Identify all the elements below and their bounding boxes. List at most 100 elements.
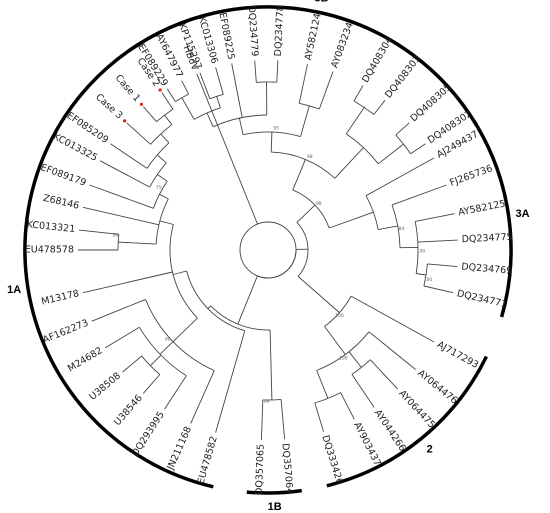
branch-line (78, 229, 119, 235)
branch-line (159, 193, 169, 200)
branch-line (391, 184, 447, 206)
clade-label: 2 (427, 444, 433, 456)
tip-label: M13178 (40, 288, 80, 307)
bootstrap-value: 100 (424, 277, 433, 283)
branch-line (297, 276, 340, 313)
tip-label: AY903437 (351, 420, 383, 468)
branch-line (353, 85, 364, 102)
branch-line (345, 107, 365, 135)
branch-line (156, 154, 167, 164)
branch-line (199, 72, 211, 99)
branch-arc (271, 151, 336, 179)
branch-line (149, 354, 162, 367)
branch-arc (150, 124, 173, 145)
branch-line (324, 326, 346, 355)
branch-line (276, 60, 279, 83)
branch-arc (353, 100, 375, 115)
branch-line (270, 132, 273, 153)
bootstrap-value: 98 (307, 154, 313, 160)
branch-line (318, 71, 334, 110)
branch-arc (316, 331, 370, 371)
bootstrap-value: 100 (335, 313, 344, 319)
branch-line (348, 351, 362, 368)
branch-line (410, 143, 426, 155)
branch-line (237, 275, 258, 325)
tip-label: AY582125 (457, 198, 506, 218)
branch-arc (169, 224, 198, 319)
case-marker-icon (123, 119, 127, 123)
clade-label: 3A (515, 208, 529, 220)
tip-label: AY582124 (303, 12, 324, 61)
branch-line (329, 211, 374, 229)
bootstrap-value: 95 (273, 125, 279, 131)
branch-arc (210, 305, 271, 331)
tip-label: DQ408305 (409, 82, 454, 124)
tip-label: Z68146 (42, 193, 80, 212)
tip-label: EF089225 (216, 12, 236, 61)
branch-line (314, 402, 325, 432)
branch-line (126, 122, 151, 145)
tip-label: DQ234779 (245, 5, 260, 57)
tip-label: U38508 (87, 370, 123, 402)
tip-label: JN211168 (165, 425, 194, 473)
branch-line (161, 92, 174, 110)
clade-label: 1B (268, 501, 282, 513)
tip-label: DQ333426 (319, 434, 344, 486)
clade-arc (23, 40, 214, 489)
bootstrap-value: 75 (156, 185, 162, 191)
branch-arc (391, 204, 401, 248)
tip-label: DQ234769 (461, 261, 513, 276)
tip-label: DQ357064 (279, 443, 294, 495)
branch-line (164, 114, 173, 125)
branch-line (238, 118, 244, 135)
bootstrap-value: 100 (417, 249, 426, 255)
branch-line (190, 370, 215, 424)
tip-label: EF089179 (39, 162, 88, 189)
tip-label: DQ234771 (456, 288, 508, 310)
branch-line (206, 112, 214, 127)
tip-label: Case 1 (113, 73, 143, 105)
branch-line (82, 206, 160, 226)
tip-label: AY083234 (329, 21, 356, 70)
branch-line (415, 213, 455, 222)
branch-line (292, 159, 306, 191)
bootstrap-value: 84 (399, 226, 405, 232)
clade-arcs (23, 5, 513, 495)
branch-line (427, 263, 458, 268)
tip-label: KC013321 (26, 219, 75, 235)
branch-line (164, 375, 187, 410)
branch-line (172, 270, 187, 275)
clade-arc (246, 488, 303, 495)
branch-line (340, 392, 355, 420)
branch-arc (155, 198, 169, 245)
bootstrap-value: 80 (113, 233, 119, 239)
branch-line (160, 133, 170, 144)
branch-line (423, 285, 454, 294)
branch-line (142, 374, 161, 394)
tip-label: M24682 (66, 345, 105, 374)
tip-label: AJ717293 (435, 339, 480, 371)
branch-line (334, 147, 364, 179)
tip-label: DQ293995 (130, 410, 167, 459)
clade-arc (472, 120, 513, 318)
branch-line (207, 305, 212, 309)
clade-label: 1A (7, 284, 21, 296)
tip-label: DQ408304 (360, 35, 395, 85)
branch-line (369, 359, 398, 390)
branch-line (296, 204, 316, 223)
branch-line (89, 184, 154, 209)
case-marker-icon (139, 102, 143, 106)
branch-line (215, 330, 246, 433)
branch-arc (242, 131, 301, 138)
tip-label: DQ408303 (383, 53, 423, 100)
tip-label: Case 3 (93, 92, 124, 122)
tip-label: U38546 (112, 393, 145, 428)
branch-line (416, 273, 427, 276)
branch-line (373, 100, 386, 115)
branch-line (118, 241, 157, 245)
branch-line (157, 174, 168, 182)
branch-line (110, 143, 148, 169)
branch-line (159, 341, 174, 355)
branch-line (172, 317, 198, 343)
